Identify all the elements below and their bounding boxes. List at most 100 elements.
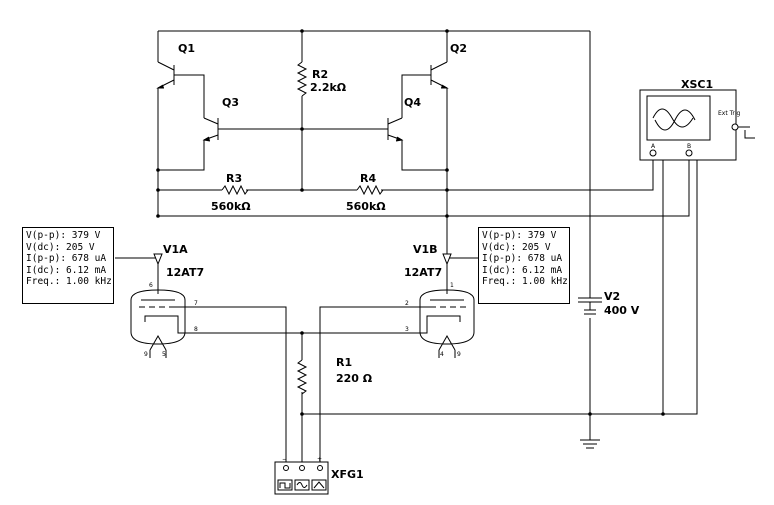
xfg1-function-generator[interactable]: [274, 461, 329, 495]
scope-b-wire: [158, 153, 690, 217]
probe-vpp: V(p-p): 379 V: [482, 230, 557, 241]
pin-label: 9: [457, 351, 461, 358]
junction-dot: [661, 412, 665, 416]
junction-dot: [445, 29, 449, 33]
r1-resistor-symbol[interactable]: [296, 359, 308, 395]
probe-readout-right: V(p-p): 379 V V(dc): 205 V I(p-p): 678 u…: [478, 227, 570, 304]
v2-value-label: 400 V: [604, 304, 640, 317]
ext-trig-label: Ext Trig: [718, 110, 741, 117]
v1b-grid-wire: [319, 306, 418, 462]
v1b-probe-arrow: [442, 253, 452, 266]
v1b-name-label: V1B: [413, 243, 438, 256]
v1b-tube-symbol[interactable]: [418, 264, 475, 358]
triangle-wave-icon: [313, 481, 325, 489]
v2-name-label: V2: [604, 290, 620, 303]
r3-name-label: R3: [226, 172, 242, 185]
r2-name-label: R2: [312, 68, 328, 81]
probe-idc: I(dc): 6.12 mA: [26, 264, 107, 276]
scope-screen: [646, 95, 711, 141]
xfg-terminal-minus[interactable]: [283, 465, 289, 471]
r4-name-label: R4: [360, 172, 376, 185]
sine-wave-icon: [652, 108, 694, 128]
pin-label: 3: [405, 326, 409, 333]
r3-value-label: 560kΩ: [211, 200, 251, 213]
scope-terminal-a[interactable]: [649, 149, 657, 157]
junction-dot: [300, 188, 304, 192]
r1-value-label: 220 Ω: [336, 372, 373, 385]
q4-transistor-symbol[interactable]: [387, 117, 404, 142]
pin-label: 9: [144, 351, 148, 358]
junction-dot: [300, 412, 304, 416]
probe-vpp: V(p-p): 379 V: [26, 230, 101, 241]
v1a-name-label: V1A: [163, 243, 188, 256]
xfg-terminal-common[interactable]: [299, 465, 305, 471]
junction-dot: [156, 188, 160, 192]
r1-name-label: R1: [336, 356, 352, 369]
sine-wave-icon: [654, 109, 696, 131]
v1a-type-label: 12AT7: [166, 266, 204, 279]
xfg-minus-label: −: [282, 456, 287, 463]
junction-dot: [300, 127, 304, 131]
junction-dot: [445, 188, 449, 192]
q2-base-wire: [401, 74, 431, 118]
q3-transistor-symbol[interactable]: [202, 117, 219, 142]
q2-label: Q2: [450, 42, 467, 55]
pin-label: 5: [162, 351, 166, 358]
r3-resistor-symbol[interactable]: [221, 184, 249, 196]
junction-dot: [156, 168, 160, 172]
probe-vdc: V(dc): 205 V: [26, 241, 95, 253]
xsc1-label: XSC1: [681, 78, 713, 91]
junction-dot: [445, 168, 449, 172]
r4-value-label: 560kΩ: [346, 200, 386, 213]
v1a-probe-arrow: [153, 253, 163, 266]
q1-transistor-symbol[interactable]: [156, 61, 175, 89]
v1b-type-label: 12AT7: [404, 266, 442, 279]
junction-dot: [156, 214, 160, 218]
probe-freq: Freq.: 1.00 kHz: [26, 276, 112, 287]
r4-resistor-symbol[interactable]: [356, 184, 384, 196]
r2-resistor-symbol[interactable]: [296, 61, 308, 97]
q1-label: Q1: [178, 42, 195, 55]
xsc1-oscilloscope[interactable]: [639, 89, 755, 161]
junction-dot: [445, 214, 449, 218]
xfg1-label: XFG1: [331, 468, 364, 481]
junction-dot: [300, 331, 304, 335]
probe-idc: I(dc): 6.12 mA: [482, 264, 563, 276]
pin-label: 7: [194, 300, 198, 307]
pin-label: 1: [450, 282, 454, 289]
q3-label: Q3: [222, 96, 239, 109]
scope-b-label: B: [687, 143, 691, 150]
pin-label: 2: [405, 300, 409, 307]
ground-symbol: [580, 439, 600, 449]
probe-ipp: I(p-p): 678 uA: [482, 253, 563, 264]
v1a-grid-wire: [189, 306, 287, 462]
pin-label: 4: [440, 351, 444, 358]
v2-battery-symbol[interactable]: [578, 297, 602, 315]
xfg-terminal-plus[interactable]: [317, 465, 323, 471]
scope-a-label: A: [651, 143, 656, 150]
q4-label: Q4: [404, 96, 421, 109]
junction-dot: [588, 412, 592, 416]
q4-emitter-wire: [401, 140, 447, 171]
probe-freq: Freq.: 1.00 kHz: [482, 276, 568, 287]
square-wave-icon: [279, 482, 291, 489]
r4-right-wire: [381, 153, 654, 191]
sine-wave-icon: [296, 482, 308, 488]
q1-base-wire: [174, 74, 205, 118]
junction-dot: [300, 29, 304, 33]
probe-readout-left: V(p-p): 379 V V(dc): 205 V I(p-p): 678 u…: [22, 227, 114, 304]
q3-emitter-wire: [158, 140, 205, 171]
q2-transistor-symbol[interactable]: [430, 61, 449, 89]
v1a-tube-symbol[interactable]: [130, 264, 189, 358]
scope-terminal-b[interactable]: [685, 149, 693, 157]
ground-bus-wire: [302, 153, 698, 415]
scope-terminal-ext-trig[interactable]: [731, 123, 739, 131]
xfg-plus-label: +: [317, 456, 322, 463]
probe-vdc: V(dc): 205 V: [482, 241, 551, 253]
probe-ipp: I(p-p): 678 uA: [26, 253, 107, 264]
triangle-wave-button[interactable]: [311, 479, 327, 491]
pin-label: 6: [149, 282, 153, 289]
r2-value-label: 2.2kΩ: [310, 81, 347, 94]
pin-label: 8: [194, 326, 198, 333]
